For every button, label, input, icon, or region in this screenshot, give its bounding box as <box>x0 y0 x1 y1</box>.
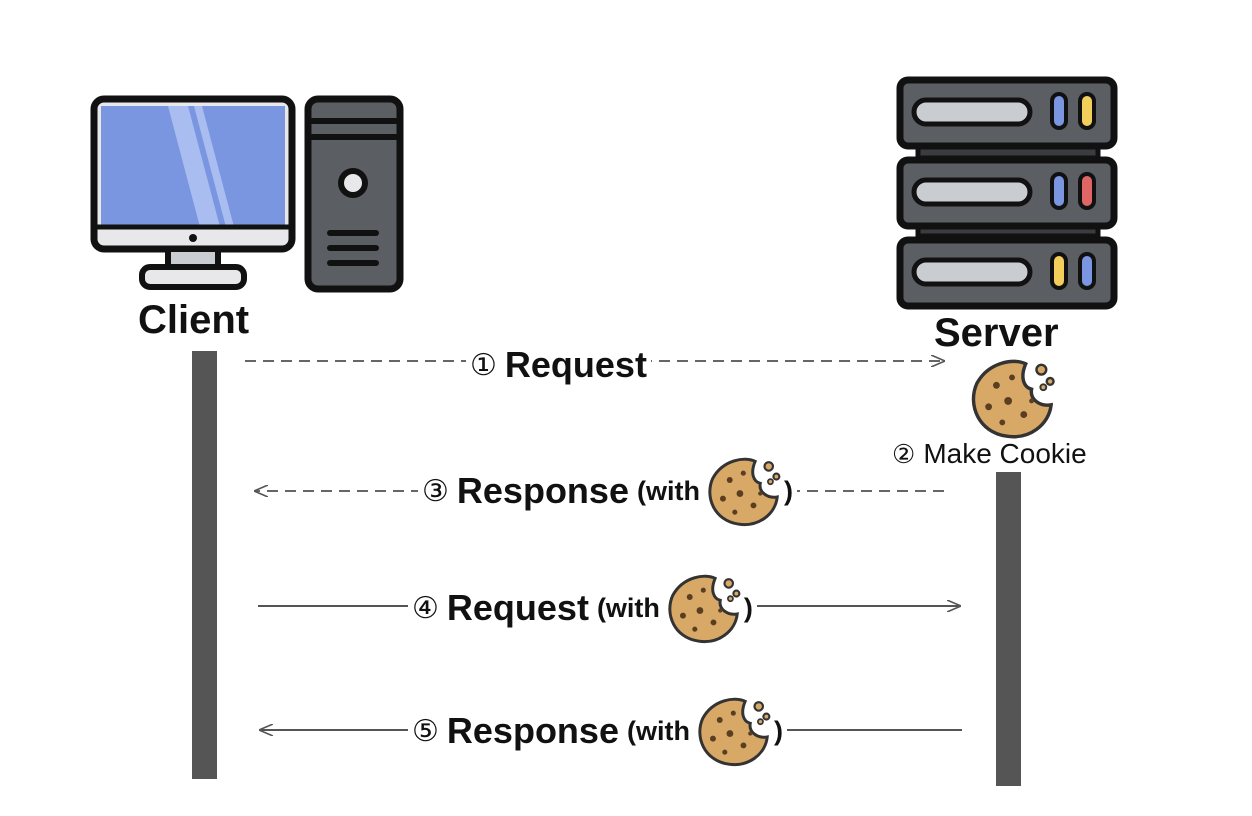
server-label: Server <box>934 311 1059 355</box>
message-3: ③ Response (with ) <box>418 452 797 530</box>
server-rack-icon <box>896 76 1118 310</box>
message-label: Request <box>504 344 647 385</box>
make-cookie-step: ② Make Cookie <box>892 438 1087 470</box>
step-number: ② <box>892 438 916 469</box>
desktop-computer-icon <box>90 95 404 293</box>
cookie-icon <box>706 453 784 529</box>
message-5: ⑤ Response (with ) <box>408 692 787 770</box>
message-number: ④ <box>412 591 439 625</box>
message-number: ⑤ <box>412 714 439 748</box>
message-with-label: (with <box>636 475 700 506</box>
message-1: ① Request <box>466 343 651 387</box>
message-close-paren: ) <box>773 715 783 746</box>
make-cookie-label: Make Cookie <box>923 438 1087 469</box>
message-label: Request <box>446 587 589 628</box>
message-close-paren: ) <box>743 592 753 623</box>
message-number: ① <box>470 348 497 382</box>
message-with-label: (with <box>596 592 660 623</box>
message-label: Response <box>456 470 629 511</box>
server-lifeline <box>996 472 1021 786</box>
client-label: Client <box>138 298 250 342</box>
cookie-icon <box>666 570 744 646</box>
message-with-label: (with <box>626 715 690 746</box>
client-lifeline <box>192 351 217 779</box>
cookie-icon <box>968 356 1060 440</box>
message-4: ④ Request (with ) <box>408 569 757 647</box>
message-close-paren: ) <box>783 475 793 506</box>
message-number: ③ <box>422 474 449 508</box>
message-label: Response <box>446 710 619 751</box>
cookie-icon <box>696 693 774 769</box>
